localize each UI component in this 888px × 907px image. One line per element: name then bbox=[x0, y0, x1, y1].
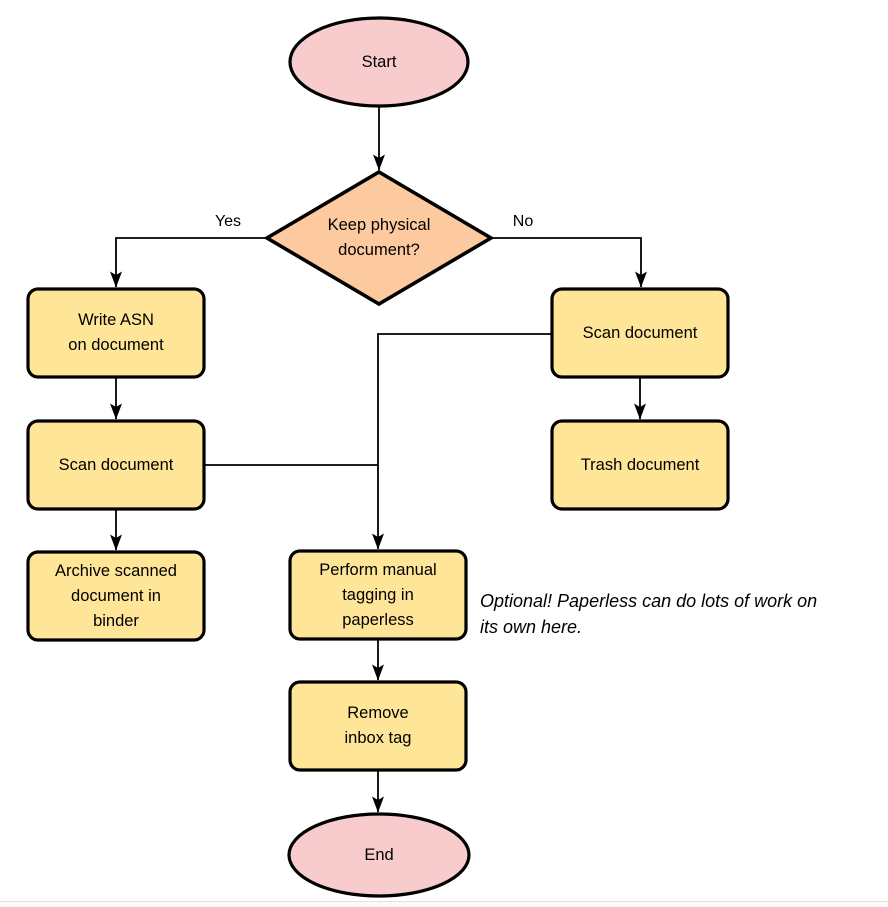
optional-note: Optional! Paperless can do lots of work … bbox=[480, 591, 818, 637]
edge-scan-right-to-tagging bbox=[372, 333, 552, 550]
trash-document-box bbox=[550, 419, 730, 511]
manual-tagging-box bbox=[288, 549, 468, 641]
write-asn-label: Write ASN on document bbox=[68, 311, 164, 354]
decision-diamond bbox=[263, 169, 495, 307]
decision-label: Keep physical document? bbox=[327, 216, 431, 259]
start-label: Start bbox=[361, 52, 397, 71]
scan-document-right-label: Scan document bbox=[582, 323, 698, 342]
no-edge-label: No bbox=[512, 213, 534, 230]
end-label: End bbox=[364, 845, 394, 864]
end-ellipse bbox=[287, 812, 471, 898]
archive-box bbox=[26, 550, 206, 642]
yes-edge-label: Yes bbox=[214, 213, 242, 230]
remove-inbox-tag-label: Remove inbox tag bbox=[344, 704, 412, 747]
edge-decision-no-to-scan-right bbox=[491, 237, 647, 288]
scan-document-left-box bbox=[26, 419, 206, 511]
scan-document-left-label: Scan document bbox=[58, 455, 174, 474]
page-bottom-edge bbox=[0, 901, 888, 907]
edge-decision-yes-to-write-asn bbox=[110, 237, 267, 288]
manual-tagging-label: Perform manual tagging in paperless bbox=[319, 560, 437, 629]
remove-inbox-tag-box bbox=[288, 680, 468, 772]
scan-document-right-box bbox=[550, 287, 730, 379]
write-asn-box bbox=[26, 287, 206, 379]
start-ellipse bbox=[288, 16, 470, 108]
archive-label: Archive scanned document in binder bbox=[55, 561, 177, 630]
trash-document-label: Trash document bbox=[580, 455, 700, 474]
